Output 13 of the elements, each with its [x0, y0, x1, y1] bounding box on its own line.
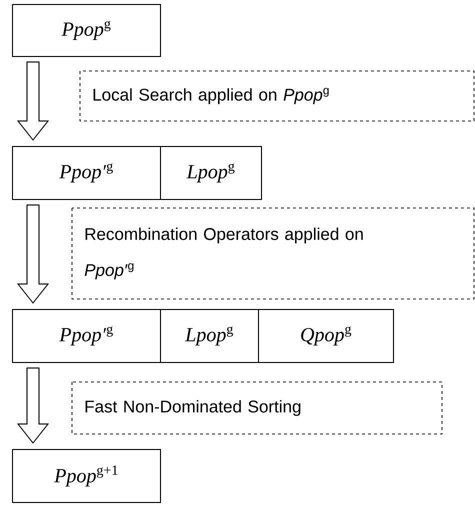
population-box: Ppop′$^{g}$	[12, 146, 161, 200]
hollow-arrow	[16, 62, 50, 141]
population-box: Lpop$^{g}$	[160, 146, 262, 200]
hollow-arrow	[16, 204, 50, 304]
edge-label: Recombination Operators applied on Ppop′$^{g}$	[72, 208, 474, 300]
edge-label: Fast Non-Dominated Sorting	[72, 382, 442, 434]
hollow-arrow	[16, 368, 50, 444]
population-box: Ppop$^{g+1}$	[12, 449, 161, 503]
edge-label: Local Search applied on Ppop$^{g}$	[80, 70, 474, 122]
population-box: Ppop′$^{g}$	[12, 309, 161, 363]
population-box: Lpop$^{g}$	[160, 309, 259, 363]
population-box: Qpop$^{g}$	[258, 309, 394, 363]
population-box: Ppop$^{g}$	[12, 4, 161, 57]
